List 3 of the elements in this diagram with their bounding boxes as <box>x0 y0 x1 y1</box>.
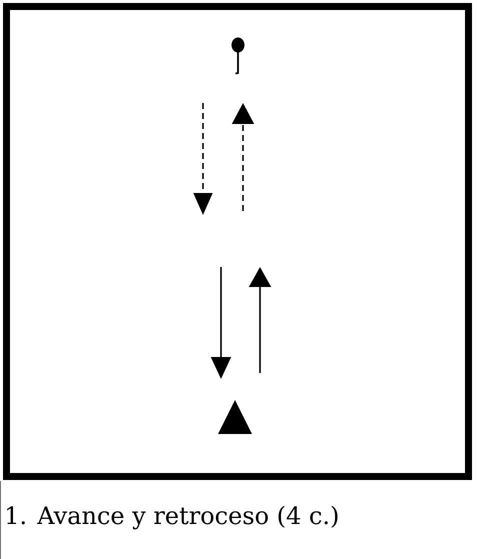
caption: 1. Avance y retroceso (4 c.) <box>7 506 338 530</box>
pin-marker <box>232 38 244 74</box>
triangle-marker <box>218 400 252 434</box>
